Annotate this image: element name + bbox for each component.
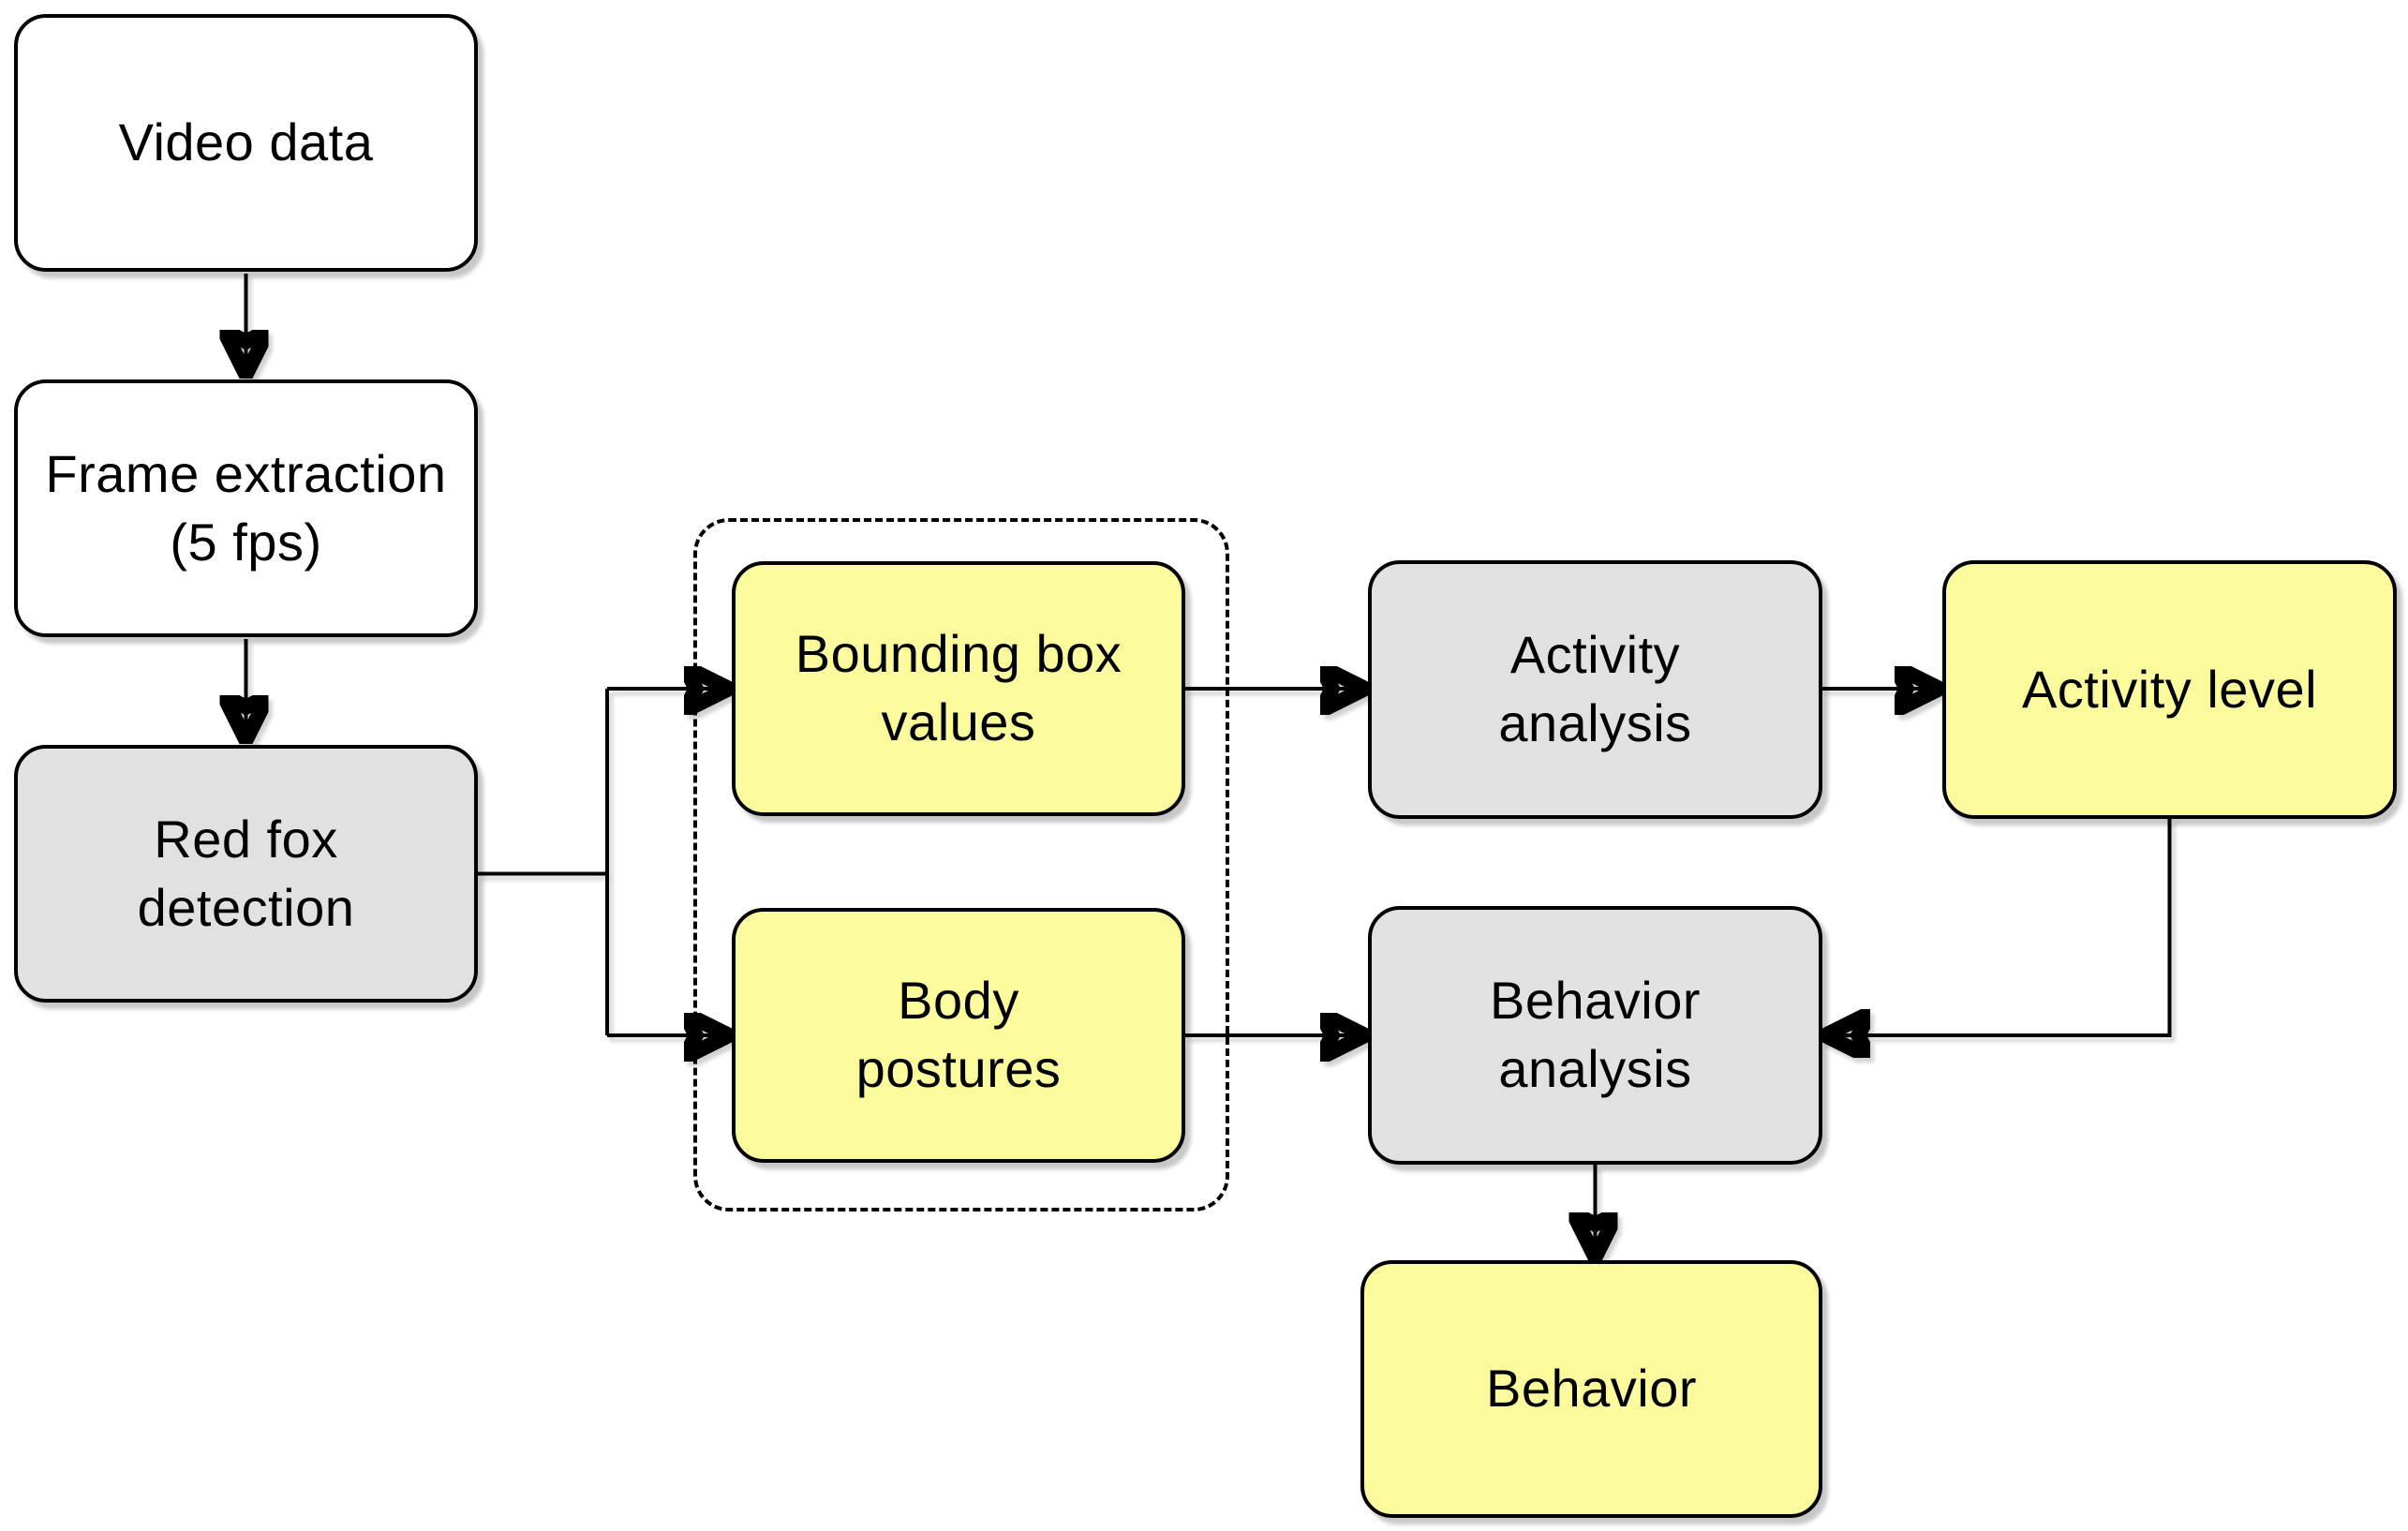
node-red-fox-detection: Red fox detection	[14, 745, 478, 1003]
node-activity-level: Activity level	[1942, 560, 2397, 819]
node-behavior-analysis-label: Behavior analysis	[1489, 971, 1702, 1098]
node-activity-analysis-label: Activity analysis	[1498, 625, 1692, 752]
node-frame-extraction: Frame extraction (5 fps)	[14, 379, 478, 637]
node-body-postures: Body postures	[732, 908, 1185, 1163]
node-video-data: Video data	[14, 14, 478, 272]
feature-group-dashed-container	[693, 518, 1229, 1211]
edge-activity-level-to-behavior-analysis	[1829, 819, 2172, 1035]
node-bounding-box-values: Bounding box values	[732, 561, 1185, 816]
node-red-fox-detection-label: Red fox detection	[137, 809, 355, 937]
node-activity-level-label: Activity level	[2021, 659, 2318, 719]
node-behavior: Behavior	[1360, 1260, 1822, 1518]
node-video-data-label: Video data	[118, 112, 374, 172]
node-behavior-label: Behavior	[1485, 1359, 1698, 1419]
node-activity-analysis: Activity analysis	[1368, 560, 1822, 819]
node-bounding-box-values-label: Bounding box values	[795, 624, 1122, 751]
node-body-postures-label: Body postures	[855, 971, 1062, 1098]
node-behavior-analysis: Behavior analysis	[1368, 906, 1822, 1165]
node-frame-extraction-label: Frame extraction (5 fps)	[45, 443, 447, 572]
